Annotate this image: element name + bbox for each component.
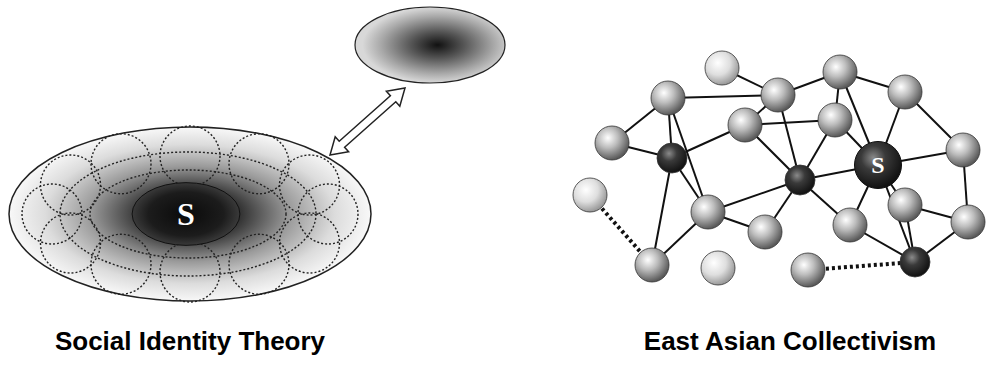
ingroup-ellipse — [9, 127, 371, 301]
member-circle — [91, 134, 151, 194]
network-member — [595, 126, 629, 160]
member-circle — [160, 126, 220, 186]
network-members — [573, 51, 985, 287]
network-member — [651, 81, 685, 115]
panel-caption: East Asian Collectivism — [590, 326, 990, 357]
network-member — [701, 251, 735, 285]
network-member — [573, 178, 607, 212]
inner-ring — [90, 170, 286, 258]
member-circle — [40, 213, 100, 273]
network-member — [791, 253, 825, 287]
network-member — [900, 247, 930, 277]
network-member — [761, 78, 795, 112]
outgroup-ellipse — [355, 7, 505, 83]
network-links — [590, 68, 968, 270]
self-core: S — [131, 182, 241, 246]
member-circle — [298, 184, 358, 244]
network-member — [823, 55, 857, 89]
self-node: S — [854, 141, 902, 189]
network-member — [691, 195, 725, 229]
network-member — [657, 143, 687, 173]
network-member — [818, 103, 852, 137]
comparison-arrow — [330, 88, 405, 155]
network-member — [833, 208, 867, 242]
member-circle — [229, 134, 289, 194]
network-member — [888, 188, 922, 222]
self-label: S — [177, 198, 195, 230]
member-circle — [22, 184, 82, 244]
panel-caption: Social Identity Theory — [0, 326, 380, 357]
network-member — [748, 215, 782, 249]
network-member — [951, 205, 985, 239]
member-circle — [160, 242, 220, 302]
member-circle — [280, 155, 340, 215]
node-outline — [854, 141, 901, 188]
middle-ring — [60, 152, 316, 276]
network-member — [888, 75, 922, 109]
node-outline — [132, 183, 240, 246]
network-member — [705, 51, 739, 85]
network-member — [785, 165, 815, 195]
member-circle — [280, 213, 340, 273]
member-circles — [22, 126, 358, 302]
self-label: S — [871, 153, 884, 177]
network-member — [946, 133, 980, 167]
network-member — [635, 248, 669, 282]
network-member — [728, 108, 762, 142]
member-circle — [229, 234, 289, 294]
